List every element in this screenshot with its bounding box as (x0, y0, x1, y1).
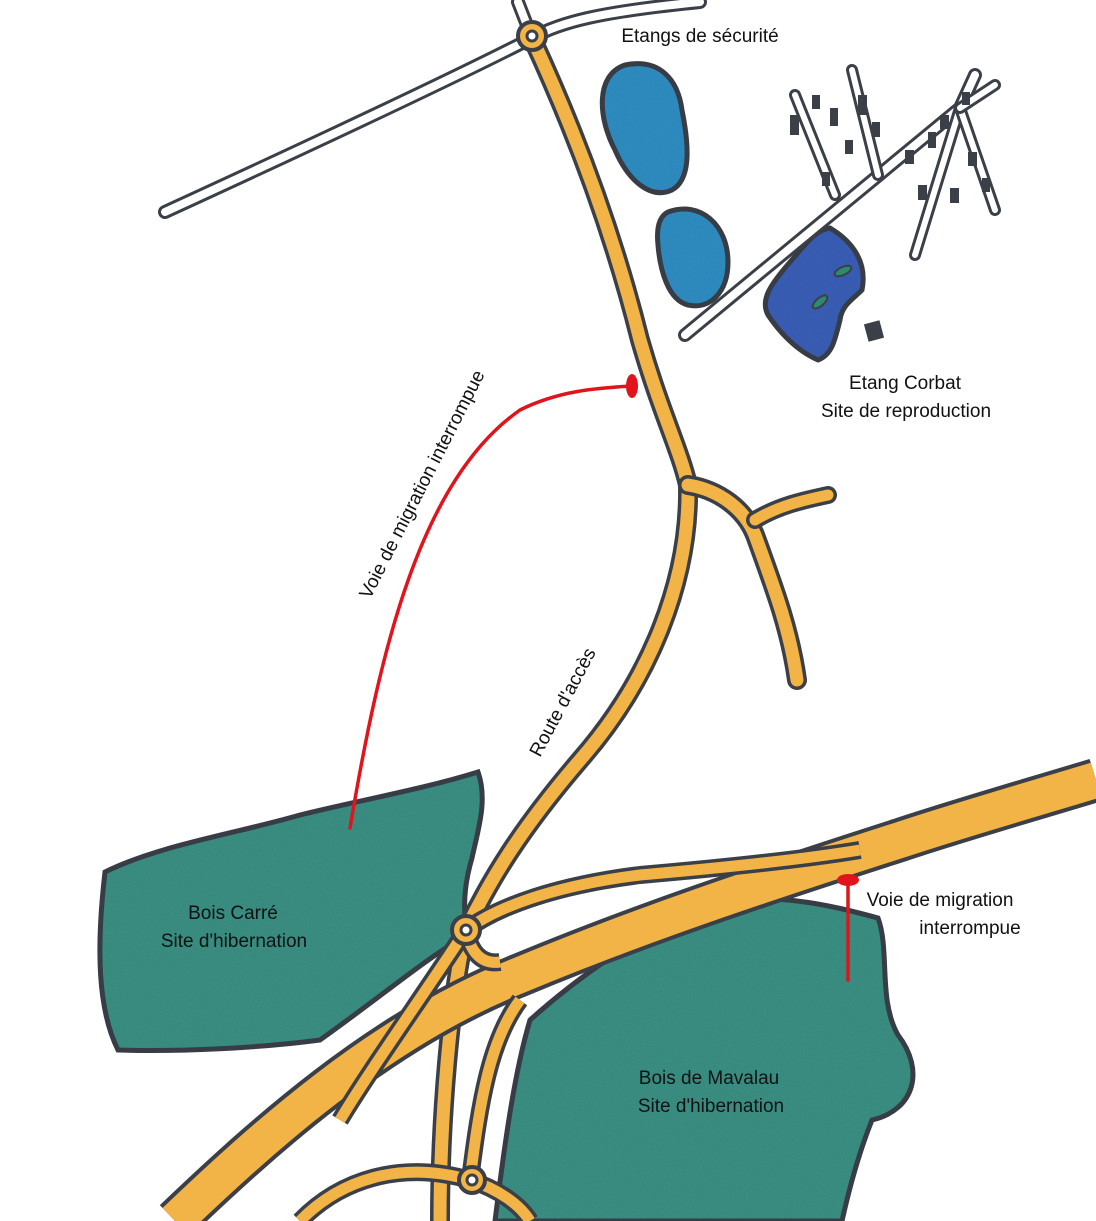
highway (159, 758, 1096, 1221)
breeding-pond-corbat (762, 225, 866, 363)
label-corbat-pond-role: Site de reproduction (821, 401, 991, 422)
label-migration-right-line2: interrompue (919, 918, 1020, 939)
label-mavalau-role: Site d'hibernation (638, 1096, 784, 1117)
building (863, 320, 885, 342)
label-bois-carre-role: Site d'hibernation (161, 931, 307, 952)
minor-roads (158, 0, 1001, 342)
safety-pond-lower (655, 206, 731, 309)
migration-path-left (348, 374, 638, 830)
access-road (430, 28, 837, 1221)
roundabout-icon (516, 20, 548, 52)
label-migration-right-line1: Voie de migration (867, 890, 1014, 911)
roundabout-icon (450, 914, 482, 946)
safety-pond-upper (599, 61, 690, 196)
label-migration-left: Voie de migration interrompue (356, 367, 490, 602)
pond-islet (833, 264, 853, 278)
village-buildings (790, 92, 990, 203)
ellipse-marker-icon (626, 374, 638, 398)
label-mavalau-name: Bois de Mavalau (639, 1068, 779, 1089)
pond-islet (811, 294, 829, 310)
roundabout-icon (457, 1165, 487, 1195)
ellipse-marker-icon (837, 874, 859, 886)
label-bois-carre-name: Bois Carré (188, 903, 278, 924)
label-safety-ponds: Etangs de sécurité (621, 26, 778, 47)
migration-path-right (837, 874, 859, 982)
label-corbat-pond-name: Etang Corbat (849, 373, 962, 394)
